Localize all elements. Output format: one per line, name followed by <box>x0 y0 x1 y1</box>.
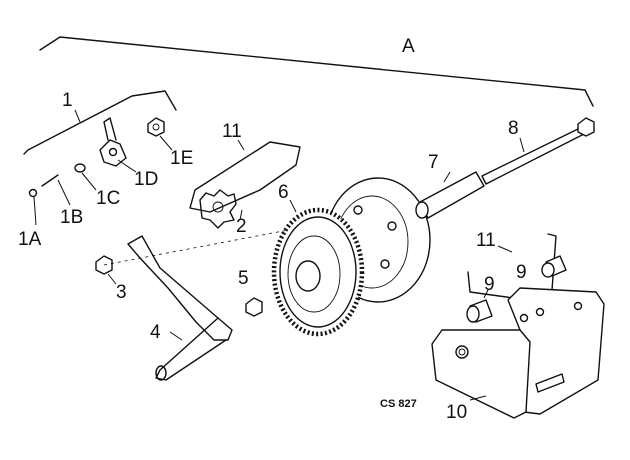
label-11-lower: 11 <box>476 230 496 251</box>
nut-5 <box>245 297 263 317</box>
ring-gear-6 <box>271 199 365 337</box>
assembly-bracket-a <box>39 36 594 107</box>
label-3: 3 <box>116 282 127 303</box>
label-1: 1 <box>62 90 73 111</box>
label-1D: 1D <box>134 169 158 190</box>
bushing-9-lower <box>466 289 493 323</box>
hardware-1b-pin <box>41 174 71 206</box>
bushing-9-upper <box>541 255 567 278</box>
pinion-gear-2 <box>199 189 243 229</box>
label-5: 5 <box>238 268 249 289</box>
label-A: A <box>402 36 415 57</box>
hardware-1a-bolt <box>28 188 38 226</box>
label-1B: 1B <box>60 207 83 228</box>
hardware-1c-washer <box>74 163 97 191</box>
nut-3 <box>95 255 117 285</box>
label-4: 4 <box>150 322 161 343</box>
crank-handle-4 <box>127 235 233 381</box>
label-2: 2 <box>236 216 247 237</box>
frame-10 <box>431 287 605 419</box>
shaft-7 <box>415 171 485 219</box>
bracket-1 <box>23 90 177 155</box>
label-9-lower: 9 <box>484 274 495 295</box>
label-6: 6 <box>278 182 289 203</box>
long-bolt-8 <box>481 117 595 185</box>
label-9-upper: 9 <box>516 262 527 283</box>
label-7: 7 <box>428 152 439 173</box>
label-1A: 1A <box>18 229 42 250</box>
label-10: 10 <box>446 402 467 423</box>
side-plate-11-upper <box>189 139 301 213</box>
hardware-1e-nut <box>147 117 173 151</box>
hardware-1d-pawl <box>99 117 137 173</box>
label-1C: 1C <box>96 188 120 209</box>
label-8: 8 <box>508 118 519 139</box>
label-1E: 1E <box>170 148 193 169</box>
label-11-upper: 11 <box>222 121 242 142</box>
diagram-code: CS 827 <box>380 398 417 410</box>
